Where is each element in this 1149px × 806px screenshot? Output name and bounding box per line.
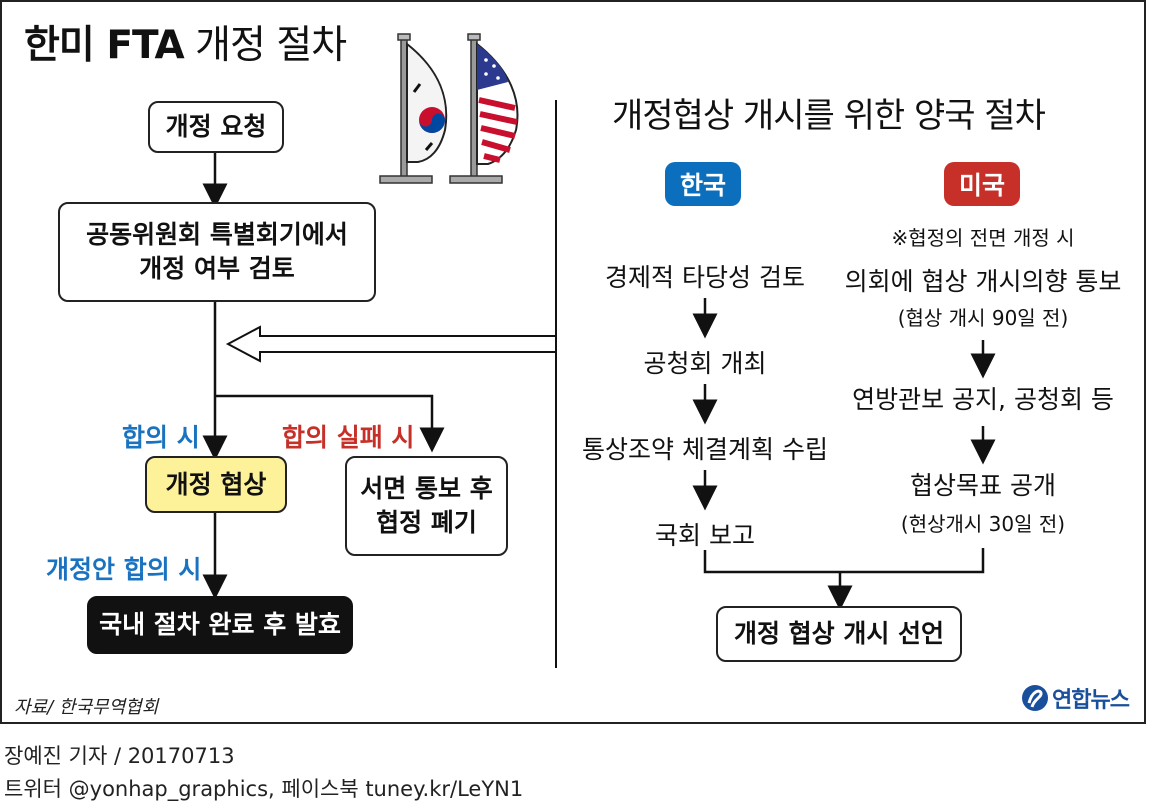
infographic-frame <box>0 0 1146 724</box>
source-text: 자료/ 한국무역협회 <box>14 697 159 718</box>
korea-step-4: 국회 보고 <box>655 521 755 550</box>
declaration-box: 개정 협상 개시 선언 <box>716 606 962 662</box>
fail-label: 합의 실패 시 <box>282 423 415 452</box>
yonhap-logo-icon <box>1022 685 1048 711</box>
yonhap-logo-text: 연합뉴스 <box>1052 688 1130 713</box>
review-box: 공동위원회 특별회기에서 개정 여부 검토 <box>58 202 376 302</box>
request-text: 개정 요청 <box>165 112 267 142</box>
us-step-1-sub: (협상 개시 90일 전) <box>897 306 1069 330</box>
notice-box: 서면 통보 후 협정 폐기 <box>345 456 508 556</box>
title-rest: 개정 절차 <box>195 23 347 68</box>
declaration-text: 개정 협상 개시 선언 <box>733 619 945 649</box>
right-title: 개정협상 개시를 위한 양국 절차 <box>612 96 1046 136</box>
korea-step-2: 공청회 개최 <box>643 349 767 378</box>
us-badge-text: 미국 <box>958 171 1005 200</box>
us-note: ※협정의 전면 개정 시 <box>891 226 1075 250</box>
negotiation-box: 개정 협상 <box>145 456 287 513</box>
negotiation-text: 개정 협상 <box>165 469 267 499</box>
title-bold: 한미 FTA <box>24 23 185 68</box>
us-step-2: 연방관보 공지, 공청회 등 <box>852 385 1114 414</box>
notice-text-line1: 서면 통보 후 <box>360 474 493 504</box>
us-step-3: 협상목표 공개 <box>910 471 1056 500</box>
reporter-credit: 장예진 기자 / 20170713 <box>4 744 235 768</box>
korea-badge: 한국 <box>665 162 741 206</box>
us-step-1: 의회에 협상 개시의향 통보 <box>844 267 1122 296</box>
yonhap-logo: 연합뉴스 <box>1020 682 1130 714</box>
final-box: 국내 절차 완료 후 발효 <box>87 596 353 654</box>
us-badge: 미국 <box>944 162 1020 206</box>
review-text-line2: 개정 여부 검토 <box>139 254 295 283</box>
social-credit: 트위터 @yonhap_graphics, 페이스북 tuney.kr/LeYN… <box>4 777 524 801</box>
agree-label: 합의 시 <box>122 423 200 452</box>
draft-agree-label: 개정안 합의 시 <box>46 555 202 584</box>
us-step-3-sub: (현상개시 30일 전) <box>900 512 1066 536</box>
notice-text-line2: 협정 폐기 <box>376 508 477 537</box>
request-box: 개정 요청 <box>148 101 284 153</box>
infographic-title: 한미 FTA 개정 절차 <box>24 14 347 70</box>
korea-step-3: 통상조약 체결계획 수립 <box>582 435 828 464</box>
final-text: 국내 절차 완료 후 발효 <box>99 610 341 640</box>
korea-step-1: 경제적 타당성 검토 <box>605 263 805 292</box>
review-text-line1: 공동위원회 특별회기에서 <box>86 220 348 250</box>
korea-badge-text: 한국 <box>679 171 726 200</box>
